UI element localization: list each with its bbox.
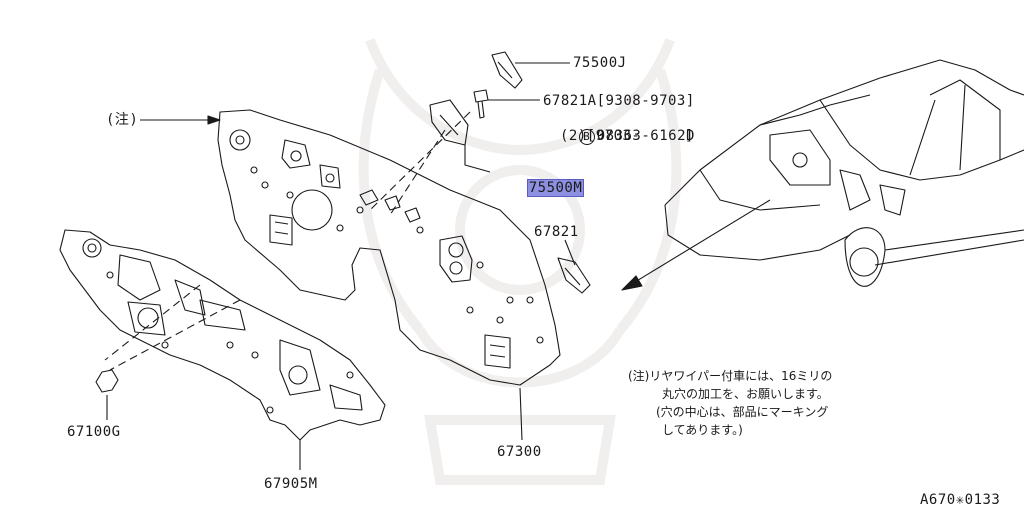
insulator-67905m <box>59 229 386 441</box>
note-line-3: (穴の中心は、部品にマーキング <box>656 405 829 419</box>
part-number-08363: 08363-6162D <box>596 128 695 144</box>
part-label-67100g[interactable]: 67100G <box>67 424 121 440</box>
diagram-code: A670✳0133 <box>920 492 1001 508</box>
highlighted-part-75500m[interactable]: 75500M <box>526 179 585 197</box>
dash-panel-67300 <box>217 109 561 386</box>
nut-67100g <box>95 369 119 393</box>
b-circle-marker: B <box>578 129 595 145</box>
part-label-75500m[interactable]: 75500M <box>491 164 585 212</box>
part-label-75500j[interactable]: 75500J <box>573 55 627 71</box>
car-outline <box>664 59 1024 287</box>
note-line-1: (注)リヤワイパー付車には、16ミリの <box>628 369 833 383</box>
bolt-67821a <box>473 89 489 119</box>
part-label-67821a[interactable]: 67821A[9308-9703] <box>543 93 695 109</box>
part-label-67300[interactable]: 67300 <box>497 444 542 460</box>
part-label-67905m[interactable]: 67905M <box>264 476 318 492</box>
bracket-75500m <box>429 99 469 146</box>
note-marker-label: (注) <box>106 112 139 128</box>
bracket-75500j <box>491 51 523 89</box>
note-line-2: 丸穴の加工を、お願いします。 <box>662 387 829 401</box>
grommet-67821 <box>557 257 591 294</box>
part-label-08363-qty: (2)[9703- ] <box>560 128 694 144</box>
part-label-67821[interactable]: 67821 <box>534 224 579 240</box>
note-line-4: してあります。) <box>662 423 743 437</box>
